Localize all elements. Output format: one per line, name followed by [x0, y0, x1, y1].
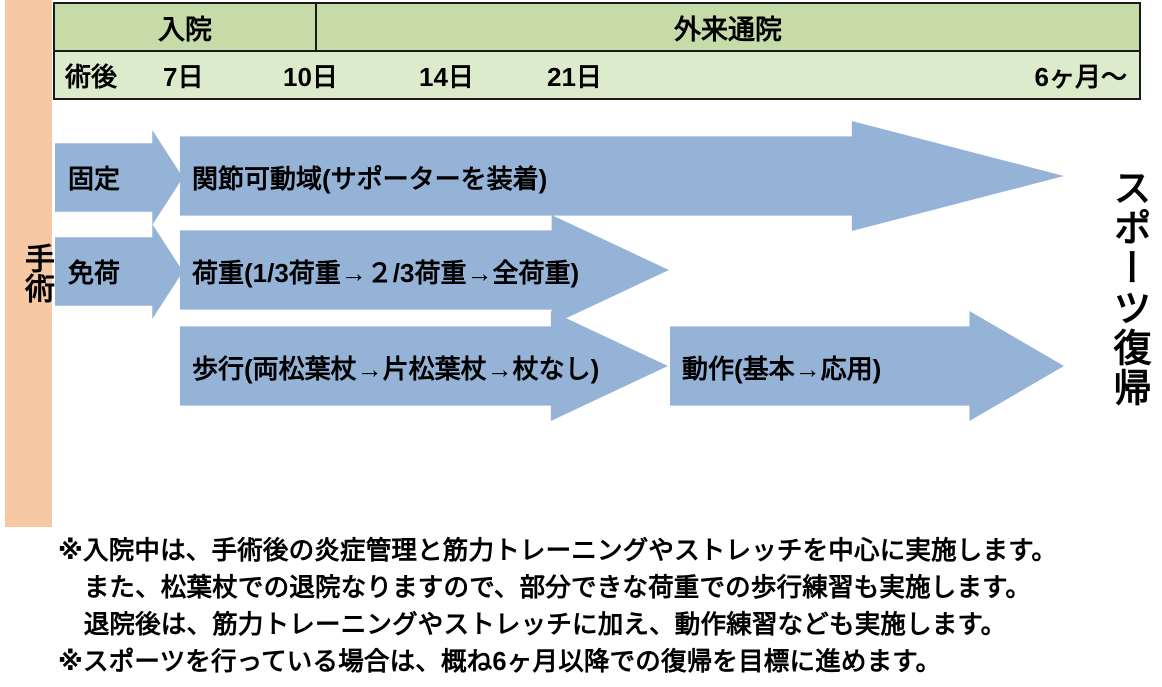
surgery-vertical-label: 手術 — [20, 243, 53, 303]
arrow-stage-non-weight-bearing — [55, 224, 183, 319]
label-stage-non-weight-bearing: 免荷 — [68, 257, 121, 288]
timeline-header-table: 入院 外来通院 術後 7日 10日 14日 21日 6ヶ月〜 — [53, 2, 1141, 100]
timeline-tick-row: 術後 7日 10日 14日 21日 6ヶ月〜 — [55, 52, 1139, 98]
arrow-motion-training — [670, 311, 1064, 421]
label-range-of-motion: 関節可動域(サポーターを装着) — [192, 163, 548, 194]
phase-cell-inpatient: 入院 — [55, 4, 317, 50]
arrow-gait-training — [180, 311, 668, 421]
return-to-sport-vertical-label: スポーツ復帰 — [1107, 168, 1149, 408]
tick-day-14: 14日 — [419, 61, 474, 92]
tick-6-months: 6ヶ月〜 — [1034, 61, 1127, 92]
timeline-phase-row: 入院 外来通院 — [55, 4, 1139, 52]
tick-day-21: 21日 — [547, 61, 602, 92]
surgery-band — [5, 0, 52, 527]
label-gait-training: 歩行(両松葉杖→片松葉杖→杖なし) — [192, 353, 600, 384]
tick-day-10: 10日 — [283, 61, 338, 92]
arrow-weight-bearing — [180, 215, 669, 325]
label-motion-training: 動作(基本→応用) — [682, 353, 882, 384]
tick-post-op: 術後 — [65, 61, 118, 92]
label-weight-bearing: 荷重(1/3荷重→２/3荷重→全荷重) — [192, 257, 580, 288]
footnotes: ※入院中は、手術後の炎症管理と筋力トレーニングやストレッチを中心に実施します。 … — [58, 533, 1158, 681]
label-stage-fixation: 固定 — [68, 163, 121, 194]
arrow-range-of-motion — [180, 121, 1064, 231]
phase-cell-outpatient: 外来通院 — [674, 14, 782, 45]
footnote-line-2: また、松葉杖での退院なりますので、部分できな荷重での歩行練習も実施します。 — [58, 574, 1032, 602]
footnote-line-4: ※スポーツを行っている場合は、概ね6ヶ月以降での復帰を目標に進めます。 — [58, 648, 942, 676]
tick-day-7: 7日 — [163, 61, 204, 92]
arrow-stage-fixation — [55, 130, 183, 225]
footnote-line-3: 退院後は、筋力トレーニングやストレッチに加え、動作練習なども実施します。 — [58, 611, 1007, 639]
footnote-line-1: ※入院中は、手術後の炎症管理と筋力トレーニングやストレッチを中心に実施します。 — [58, 537, 1058, 565]
